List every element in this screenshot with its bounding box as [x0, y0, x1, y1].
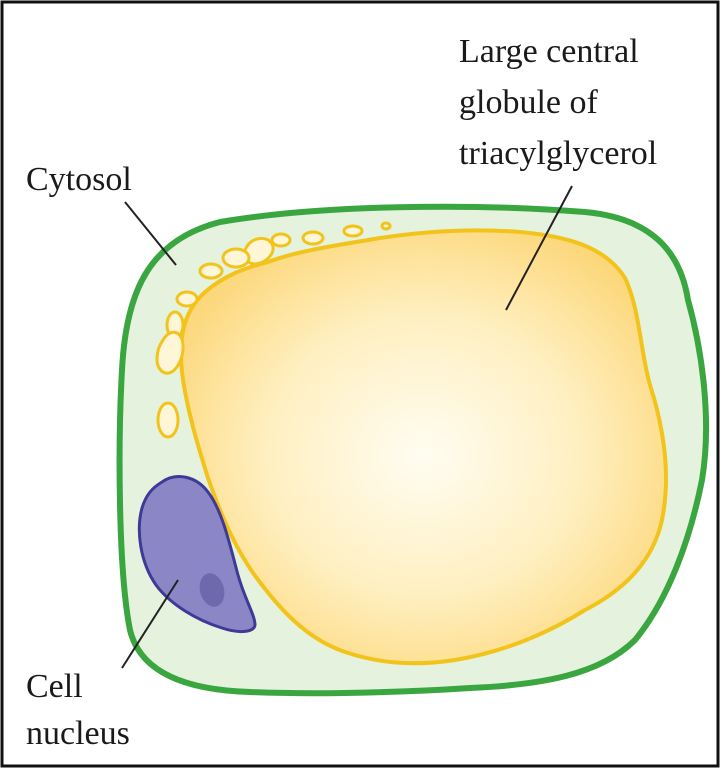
lipid-droplet [272, 234, 290, 246]
nucleus-label-line-2: nucleus [26, 715, 130, 752]
cytosol-label: Cytosol [26, 161, 132, 198]
globule-label-line-1: Large central [459, 33, 639, 70]
nucleus-label-line-1: Cell [26, 668, 83, 705]
lipid-droplet [303, 232, 323, 244]
globule-label-line-3: triacylglycerol [459, 135, 657, 172]
lipid-droplet [223, 249, 249, 267]
lipid-droplet [200, 264, 222, 278]
globule-label-line-2: globule of [459, 84, 598, 121]
lipid-droplet [382, 223, 390, 229]
lipid-droplet [158, 403, 178, 437]
cytosol-leader-line [125, 202, 176, 265]
lipid-droplet [177, 292, 197, 306]
lipid-droplet [344, 226, 362, 236]
